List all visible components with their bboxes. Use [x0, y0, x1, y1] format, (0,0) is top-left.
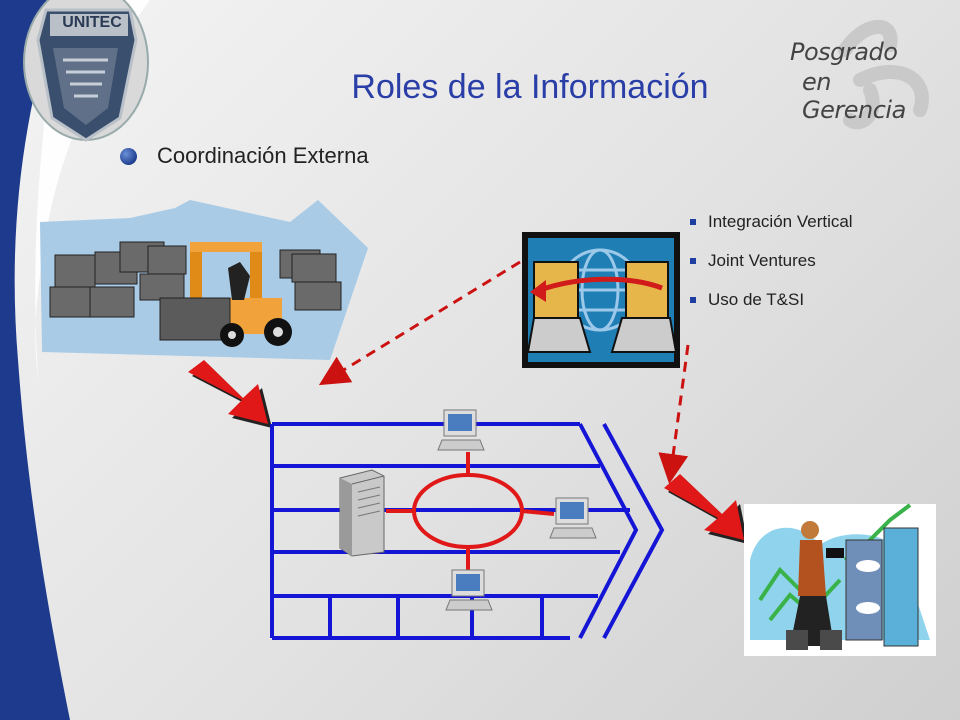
- logo-text: UNITEC: [62, 14, 122, 31]
- list-item: Integración Vertical: [690, 210, 853, 249]
- server-tower-icon: [339, 469, 385, 557]
- desktop-computer-icon: [437, 409, 485, 451]
- unitec-logo: UNITEC: [8, 0, 158, 150]
- posgrado-brand: Posgrado en Gerencia: [770, 20, 940, 130]
- list-item: Joint Ventures: [690, 249, 853, 288]
- brand-line1: Posgrado: [790, 38, 898, 66]
- bullet-list: Integración Vertical Joint Ventures Uso …: [690, 210, 853, 327]
- list-item: Uso de T&SI: [690, 288, 853, 327]
- square-bullet-icon: [690, 297, 696, 303]
- network-ring: [386, 452, 555, 572]
- slide-subtitle: Coordinación Externa: [157, 143, 369, 168]
- businesswoman-door-clipart: [744, 503, 936, 656]
- big-red-arrow-icon: [188, 360, 272, 428]
- square-bullet-icon: [690, 258, 696, 264]
- big-red-arrow-icon: [664, 474, 748, 544]
- globe-laptops-clipart: [522, 232, 680, 368]
- desktop-computer-icon: [549, 497, 597, 539]
- warehouse-forklift-clipart: [40, 200, 368, 360]
- dashed-arrow-left: [318, 260, 521, 386]
- brand-line2: en Gerencia: [802, 68, 906, 124]
- forklift-icon: [159, 242, 292, 347]
- unitec-logo-icon: [23, 0, 149, 142]
- network-grid: [270, 422, 665, 640]
- brand-swirl-icon: [838, 20, 929, 130]
- slide-title: Roles de la Información: [351, 68, 709, 106]
- square-bullet-icon: [690, 219, 696, 225]
- desktop-computer-icon: [445, 569, 493, 611]
- dashed-arrow-right: [658, 344, 690, 484]
- bullet-dot-icon: [120, 148, 137, 165]
